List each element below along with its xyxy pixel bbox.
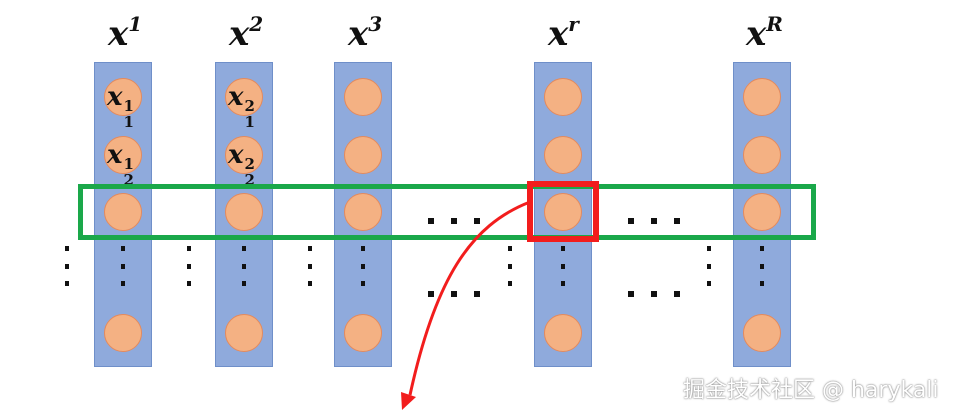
- horizontal-ellipsis-lower-left: [428, 291, 480, 297]
- vertical-ellipsis-gap-1: [186, 246, 192, 286]
- highlighted-row-box: [78, 184, 816, 240]
- node-xR-1: [743, 78, 781, 116]
- horizontal-ellipsis-row-left: [428, 218, 480, 224]
- node-xR-3: [743, 193, 781, 231]
- vertical-ellipsis-x2: [241, 246, 247, 286]
- node-xr-last: [544, 314, 582, 352]
- vertical-ellipsis-gap-2: [307, 246, 313, 286]
- node-xr-2: [544, 136, 582, 174]
- node-xr-3-selected: [544, 193, 582, 231]
- vertical-ellipsis-xR: [759, 246, 765, 286]
- node-x1-last: [104, 314, 142, 352]
- node-x1-2: [104, 136, 142, 174]
- column-label-xr: xr: [548, 12, 579, 54]
- node-x3-2: [344, 136, 382, 174]
- pointer-arrow-head: [401, 392, 416, 410]
- node-xR-last: [743, 314, 781, 352]
- node-x2-1: [225, 78, 263, 116]
- horizontal-ellipsis-lower-right: [628, 291, 680, 297]
- column-label-x1: x1: [108, 12, 143, 54]
- node-x2-3: [225, 193, 263, 231]
- vertical-ellipsis-gap-3: [507, 246, 513, 286]
- column-label-x2: x2: [229, 12, 264, 54]
- column-label-x3: x3: [348, 12, 383, 54]
- vertical-ellipsis-left: [64, 246, 70, 286]
- pointer-arrow-line: [408, 200, 531, 396]
- node-xr-1: [544, 78, 582, 116]
- watermark: 掘金技术社区 @ harykali: [683, 378, 939, 403]
- horizontal-ellipsis-row-right: [628, 218, 680, 224]
- node-x2-2: [225, 136, 263, 174]
- node-x3-last: [344, 314, 382, 352]
- selected-element-box: [527, 181, 599, 242]
- column-label-xR: xR: [746, 12, 783, 54]
- node-x2-last: [225, 314, 263, 352]
- node-x3-3: [344, 193, 382, 231]
- node-xR-2: [743, 136, 781, 174]
- vertical-ellipsis-x3: [360, 246, 366, 286]
- node-x1-3: [104, 193, 142, 231]
- node-x1-1: [104, 78, 142, 116]
- vertical-ellipsis-x1: [120, 246, 126, 286]
- node-x3-1: [344, 78, 382, 116]
- vertical-ellipsis-gap-4: [706, 246, 712, 286]
- vertical-ellipsis-xr: [560, 246, 566, 286]
